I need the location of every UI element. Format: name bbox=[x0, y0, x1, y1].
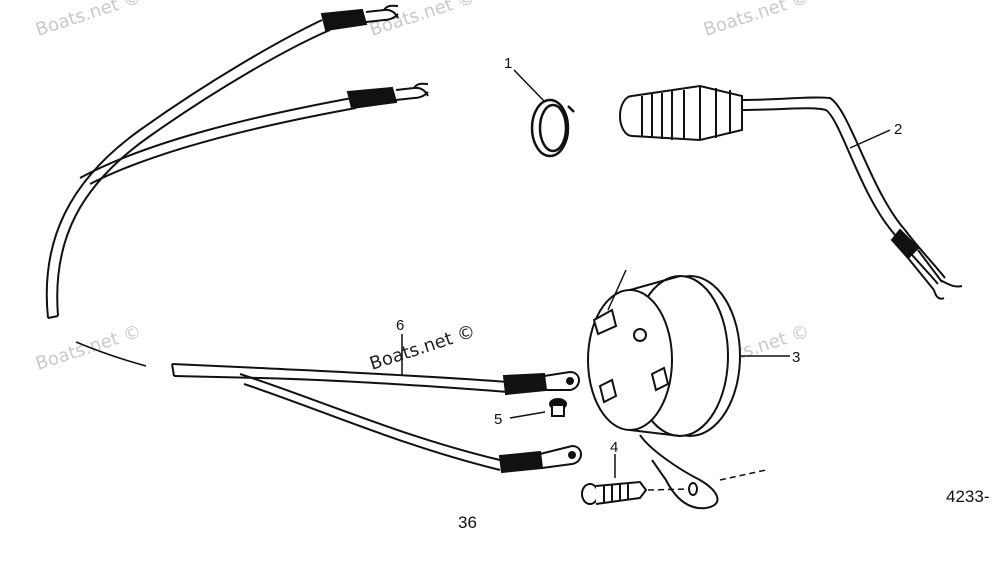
callout-5: 5 bbox=[494, 411, 502, 428]
retaining-ring bbox=[530, 98, 575, 158]
horn-body bbox=[587, 275, 741, 510]
callout-2: 2 bbox=[894, 121, 902, 138]
dashed-leader-right bbox=[719, 469, 767, 481]
callout-6: 6 bbox=[396, 317, 404, 334]
light-socket bbox=[619, 84, 963, 300]
page-number: 36 bbox=[458, 513, 477, 532]
lower-wire-harness bbox=[75, 341, 582, 474]
watermark-top-right: Boats.net © bbox=[701, 0, 812, 41]
mounting-screw bbox=[581, 480, 648, 505]
watermark-mid-center: Boats.net © bbox=[367, 321, 478, 375]
callout-1: 1 bbox=[504, 55, 512, 72]
callout-leader-5 bbox=[509, 411, 546, 419]
upper-wire-harness bbox=[45, 4, 429, 319]
callout-3: 3 bbox=[792, 349, 800, 366]
callout-leader-2 bbox=[849, 129, 891, 149]
callout-leader-1 bbox=[513, 69, 546, 103]
figure-code: 4233- bbox=[946, 487, 989, 506]
top-leader bbox=[607, 269, 627, 311]
callout-labels: 1 2 3 4 5 6 bbox=[396, 55, 902, 456]
terminal-nut bbox=[549, 398, 567, 417]
callout-4: 4 bbox=[610, 439, 618, 456]
watermark-top-left: Boats.net © bbox=[33, 0, 144, 41]
dashed-leader-screw bbox=[647, 488, 689, 491]
